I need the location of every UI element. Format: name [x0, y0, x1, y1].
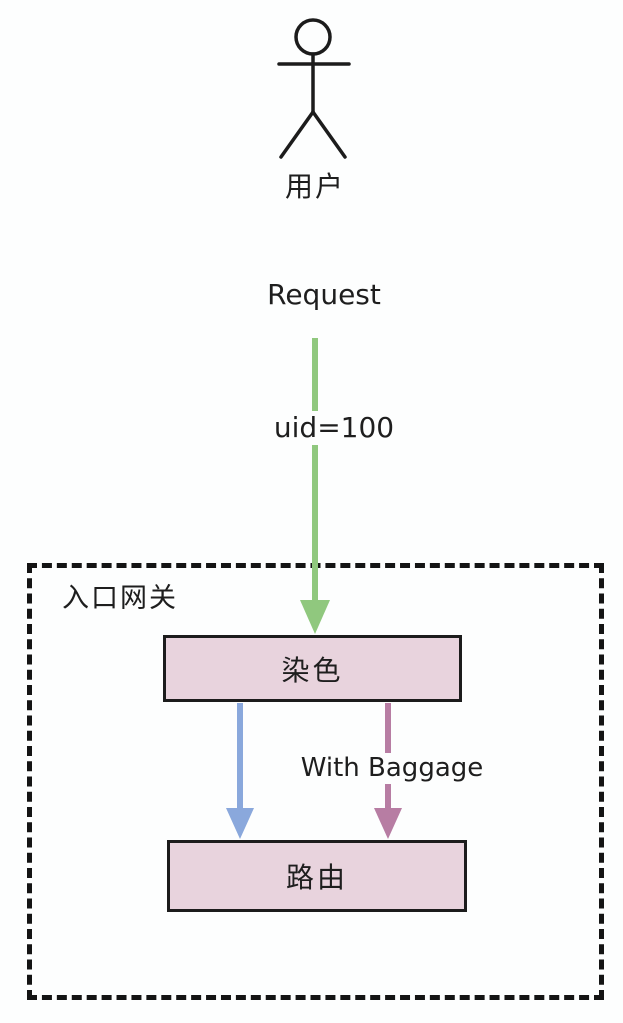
node-dye: 染色: [163, 635, 462, 702]
user-actor-icon: [277, 18, 351, 159]
node-route: 路由: [167, 840, 467, 912]
uid-label: uid=100: [267, 411, 401, 445]
with-baggage-label: With Baggage: [292, 753, 492, 785]
actor-label: 用户: [284, 170, 346, 203]
gateway-label: 入口网关: [62, 583, 178, 614]
request-label: Request: [267, 278, 381, 311]
node-route-label: 路由: [285, 861, 348, 894]
node-dye-label: 染色: [281, 653, 344, 687]
